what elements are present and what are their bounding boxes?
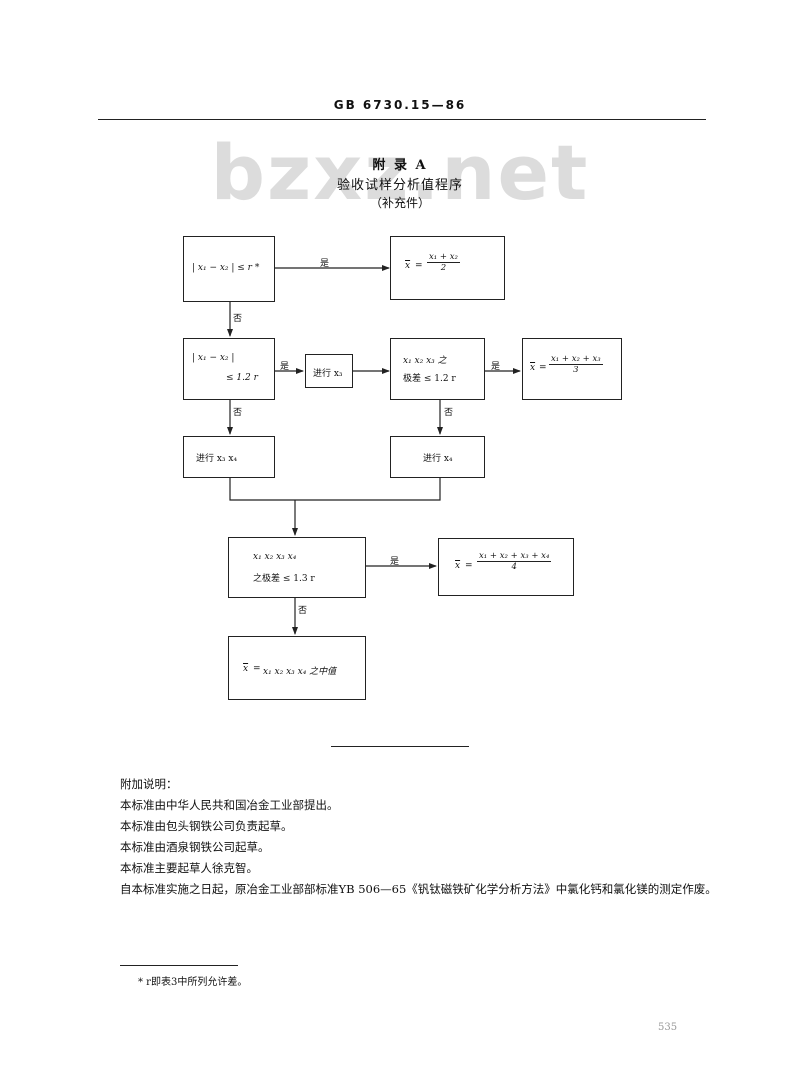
merge-line (229, 478, 441, 501)
numerator: x₁ + x₂ (427, 252, 460, 263)
additional-notes: 附加说明： 本标准由中华人民共和国冶金工业部提出。 本标准由包头钢铁公司负责起草… (120, 774, 720, 900)
page-number: 535 (658, 1022, 678, 1033)
action-text: 进行 x₃ x₄ (196, 454, 238, 464)
yes-label: 是 (390, 557, 400, 567)
fraction: x₁ + x₂ + x₃ 3 (549, 354, 603, 375)
note-line: 本标准由酒泉钢铁公司起草。 (120, 840, 270, 854)
denominator: 2 (440, 263, 447, 273)
condition-box-4: x₁ x₂ x₃ x₄ 之极差 ≤ 1.3 r (228, 537, 366, 598)
condition-box-1: | x₁ − x₂ | ≤ r * (183, 236, 275, 302)
condition-text: | x₁ − x₂ | (192, 353, 235, 363)
end-rule (331, 746, 469, 747)
condition-text: 之极差 ≤ 1.3 r (253, 574, 315, 584)
condition-box-2: | x₁ − x₂ | ≤ 1.2 r (183, 338, 275, 400)
numerator: x₁ + x₂ + x₃ + x₄ (477, 551, 552, 562)
result-box-mean2: x = x₁ + x₂ 2 (390, 236, 505, 300)
no-label: 否 (298, 606, 308, 616)
appendix-title: 附 录 A (372, 158, 428, 173)
standard-code: GB 6730.15—86 (333, 98, 467, 112)
footnote-rule (120, 965, 238, 966)
yes-label: 是 (280, 362, 290, 372)
fraction: x₁ + x₂ + x₃ + x₄ 4 (477, 551, 552, 572)
action-box-x3x4: 进行 x₃ x₄ (183, 436, 275, 478)
condition-text: | x₁ − x₂ | ≤ r * (192, 263, 260, 273)
condition-text: x₁ x₂ x₃ 之 (403, 356, 447, 366)
mean-symbol: x (530, 363, 536, 373)
yes-label: 是 (491, 362, 501, 372)
result-box-median: x = x₁ x₂ x₃ x₄ 之中值 (228, 636, 366, 700)
no-label: 否 (233, 408, 243, 418)
appendix-note: （补充件） (369, 196, 430, 210)
notes-heading: 附加说明： (120, 777, 178, 791)
watermark: bzxz.net (210, 128, 590, 217)
yes-label: 是 (320, 259, 330, 269)
appendix-subtitle: 验收试样分析值程序 (336, 178, 463, 193)
no-label: 否 (444, 408, 454, 418)
condition-text: 极差 ≤ 1.2 r (403, 374, 456, 384)
action-text: 进行 x₃ (313, 369, 343, 379)
header-rule (98, 119, 706, 120)
note-line: 自本标准实施之日起，原冶金工业部部标准YB 506—65《钒钛磁铁矿化学分析方法… (120, 882, 717, 896)
result-box-mean4: x = x₁ + x₂ + x₃ + x₄ 4 (438, 538, 574, 596)
note-line: 本标准主要起草人徐克智。 (120, 861, 258, 875)
result-box-mean3: x = x₁ + x₂ + x₃ 3 (522, 338, 622, 400)
fraction: x₁ + x₂ 2 (427, 252, 460, 273)
note-line: 本标准由中华人民共和国冶金工业部提出。 (120, 798, 339, 812)
denominator: 3 (573, 365, 579, 375)
mean-symbol: x (405, 261, 411, 271)
condition-text: ≤ 1.2 r (226, 373, 258, 383)
mean-symbol: x (455, 561, 461, 571)
action-box-x4: 进行 x₄ (390, 436, 485, 478)
action-text: 进行 x₄ (423, 454, 453, 464)
numerator: x₁ + x₂ + x₃ (549, 354, 603, 365)
action-box-x3: 进行 x₃ (305, 354, 353, 388)
median-text: x₁ x₂ x₃ x₄ 之中值 (263, 667, 337, 677)
no-label: 否 (233, 314, 243, 324)
denominator: 4 (511, 562, 517, 572)
condition-text: x₁ x₂ x₃ x₄ (253, 552, 297, 562)
condition-box-3: x₁ x₂ x₃ 之 极差 ≤ 1.2 r (390, 338, 485, 400)
note-line: 本标准由包头钢铁公司负责起草。 (120, 819, 293, 833)
footnote: * r即表3中所列允许差。 (138, 977, 248, 988)
